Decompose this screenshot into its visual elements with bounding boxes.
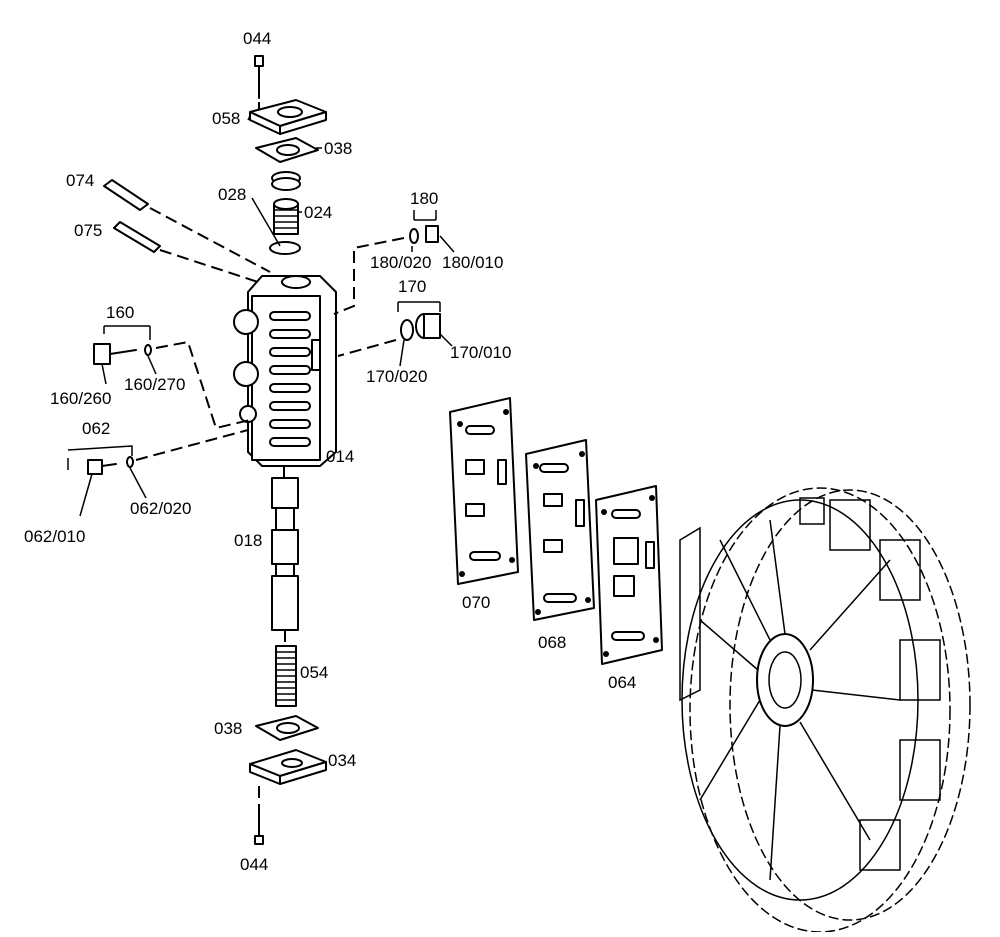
label-028: 028 <box>218 185 246 204</box>
label-170-010: 170/010 <box>450 343 511 362</box>
bolt-074 <box>103 179 271 273</box>
gasket-038-bottom <box>255 715 319 741</box>
spring-024 <box>273 198 299 235</box>
label-180: 180 <box>410 189 438 208</box>
label-058: 058 <box>212 109 240 128</box>
label-054: 054 <box>300 663 328 682</box>
sensor-062 <box>67 429 249 475</box>
label-062: 062 <box>82 419 110 438</box>
label-074: 074 <box>66 171 94 190</box>
label-160-260: 160/260 <box>50 389 111 408</box>
plate-068 <box>525 439 595 621</box>
cover-plate-058 <box>249 99 327 135</box>
label-044-bottom: 044 <box>240 855 268 874</box>
label-014: 014 <box>326 447 354 466</box>
label-180-020: 180/020 <box>370 253 431 272</box>
label-064: 064 <box>608 673 636 692</box>
label-038-top: 038 <box>324 139 352 158</box>
label-160: 160 <box>106 303 134 322</box>
label-170-020: 170/020 <box>366 367 427 386</box>
gasket-038-top <box>255 137 319 163</box>
label-180-010: 180/010 <box>442 253 503 272</box>
label-018: 018 <box>234 531 262 550</box>
plug-170 <box>337 301 441 357</box>
seal-ring-028-lower <box>269 241 301 255</box>
bolt-075 <box>113 221 259 283</box>
label-075: 075 <box>74 221 102 240</box>
plug-180 <box>333 210 439 315</box>
part-labels: 044 058 038 074 028 024 075 180 180/020 … <box>24 29 636 874</box>
label-170: 170 <box>398 277 426 296</box>
cover-plate-034 <box>249 749 327 785</box>
seal-ring-028 <box>271 171 301 191</box>
piston-018 <box>271 466 299 631</box>
sensor-160 <box>93 325 251 430</box>
label-044-top: 044 <box>243 29 271 48</box>
label-068: 068 <box>538 633 566 652</box>
label-070: 070 <box>462 593 490 612</box>
label-062-020: 062/020 <box>130 499 191 518</box>
label-160-270: 160/270 <box>124 375 185 394</box>
leader-lines <box>79 115 455 517</box>
valve-body-014 <box>233 275 337 467</box>
label-062-010: 062/010 <box>24 527 85 546</box>
spring-054 <box>275 630 297 707</box>
label-038-bottom: 038 <box>214 719 242 738</box>
label-024: 024 <box>304 203 332 222</box>
housing-bell <box>679 487 971 933</box>
plate-064 <box>595 485 663 665</box>
screw-044-bottom <box>254 786 264 845</box>
plate-070 <box>449 397 519 585</box>
label-034: 034 <box>328 751 356 770</box>
screw-044-top <box>254 55 264 112</box>
